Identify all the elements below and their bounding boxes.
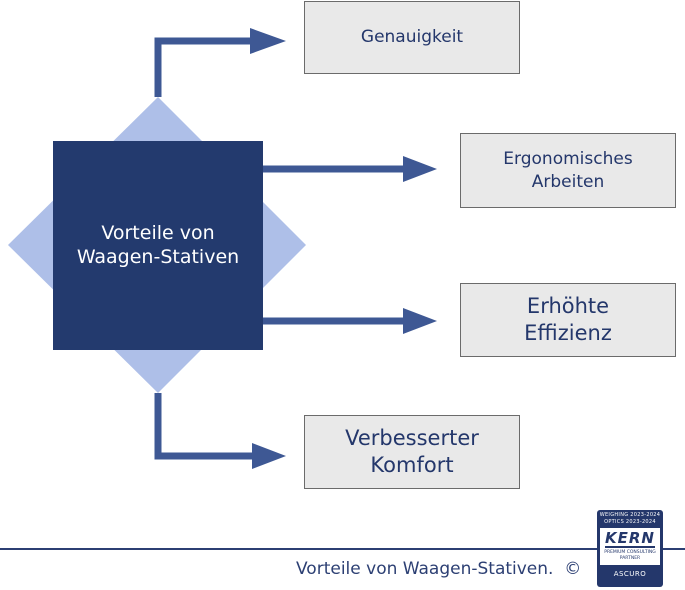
center-label-text: Vorteile von Waagen-Stativen <box>76 221 240 268</box>
badge-logo-panel: KERN PREMIUM CONSULTING PARTNER <box>600 528 660 565</box>
badge-line-2: OPTICS 2023-2024 <box>604 519 656 525</box>
box-ergonomisch: Ergonomisches Arbeiten <box>460 133 676 208</box>
arrowhead-ergonomisch <box>403 156 437 182</box>
arrowhead-effizienz <box>403 308 437 334</box>
box-genauigkeit: Genauigkeit <box>304 1 520 74</box>
arrowhead-genauigkeit <box>250 28 286 54</box>
box-effizienz: Erhöhte Effizienz <box>460 283 676 357</box>
kern-logo: KERN <box>605 529 655 548</box>
footer-divider <box>0 548 685 550</box>
box-effizienz-label: Erhöhte Effizienz <box>524 293 612 345</box>
box-ergonomisch-label: Ergonomisches Arbeiten <box>503 149 633 192</box>
badge-company: ASCURO <box>613 570 647 578</box>
connector-genauigkeit <box>154 37 250 97</box>
arrowhead-komfort <box>252 443 286 469</box>
kern-partner-badge: WEIGHING 2023-2024 OPTICS 2023-2024 KERN… <box>597 510 663 587</box>
box-genauigkeit-label: Genauigkeit <box>360 27 464 48</box>
box-komfort: Verbesserter Komfort <box>304 415 520 489</box>
center-label: Vorteile von Waagen-Stativen <box>53 141 263 350</box>
center-square <box>53 141 263 350</box>
badge-partner-text: PREMIUM CONSULTING PARTNER <box>604 550 656 561</box>
footer-caption: Vorteile von Waagen-Stativen. © <box>296 559 582 579</box>
connector-komfort <box>154 393 252 460</box>
badge-line-1: WEIGHING 2023-2024 <box>599 512 661 518</box>
box-komfort-label: Verbesserter Komfort <box>345 425 479 477</box>
